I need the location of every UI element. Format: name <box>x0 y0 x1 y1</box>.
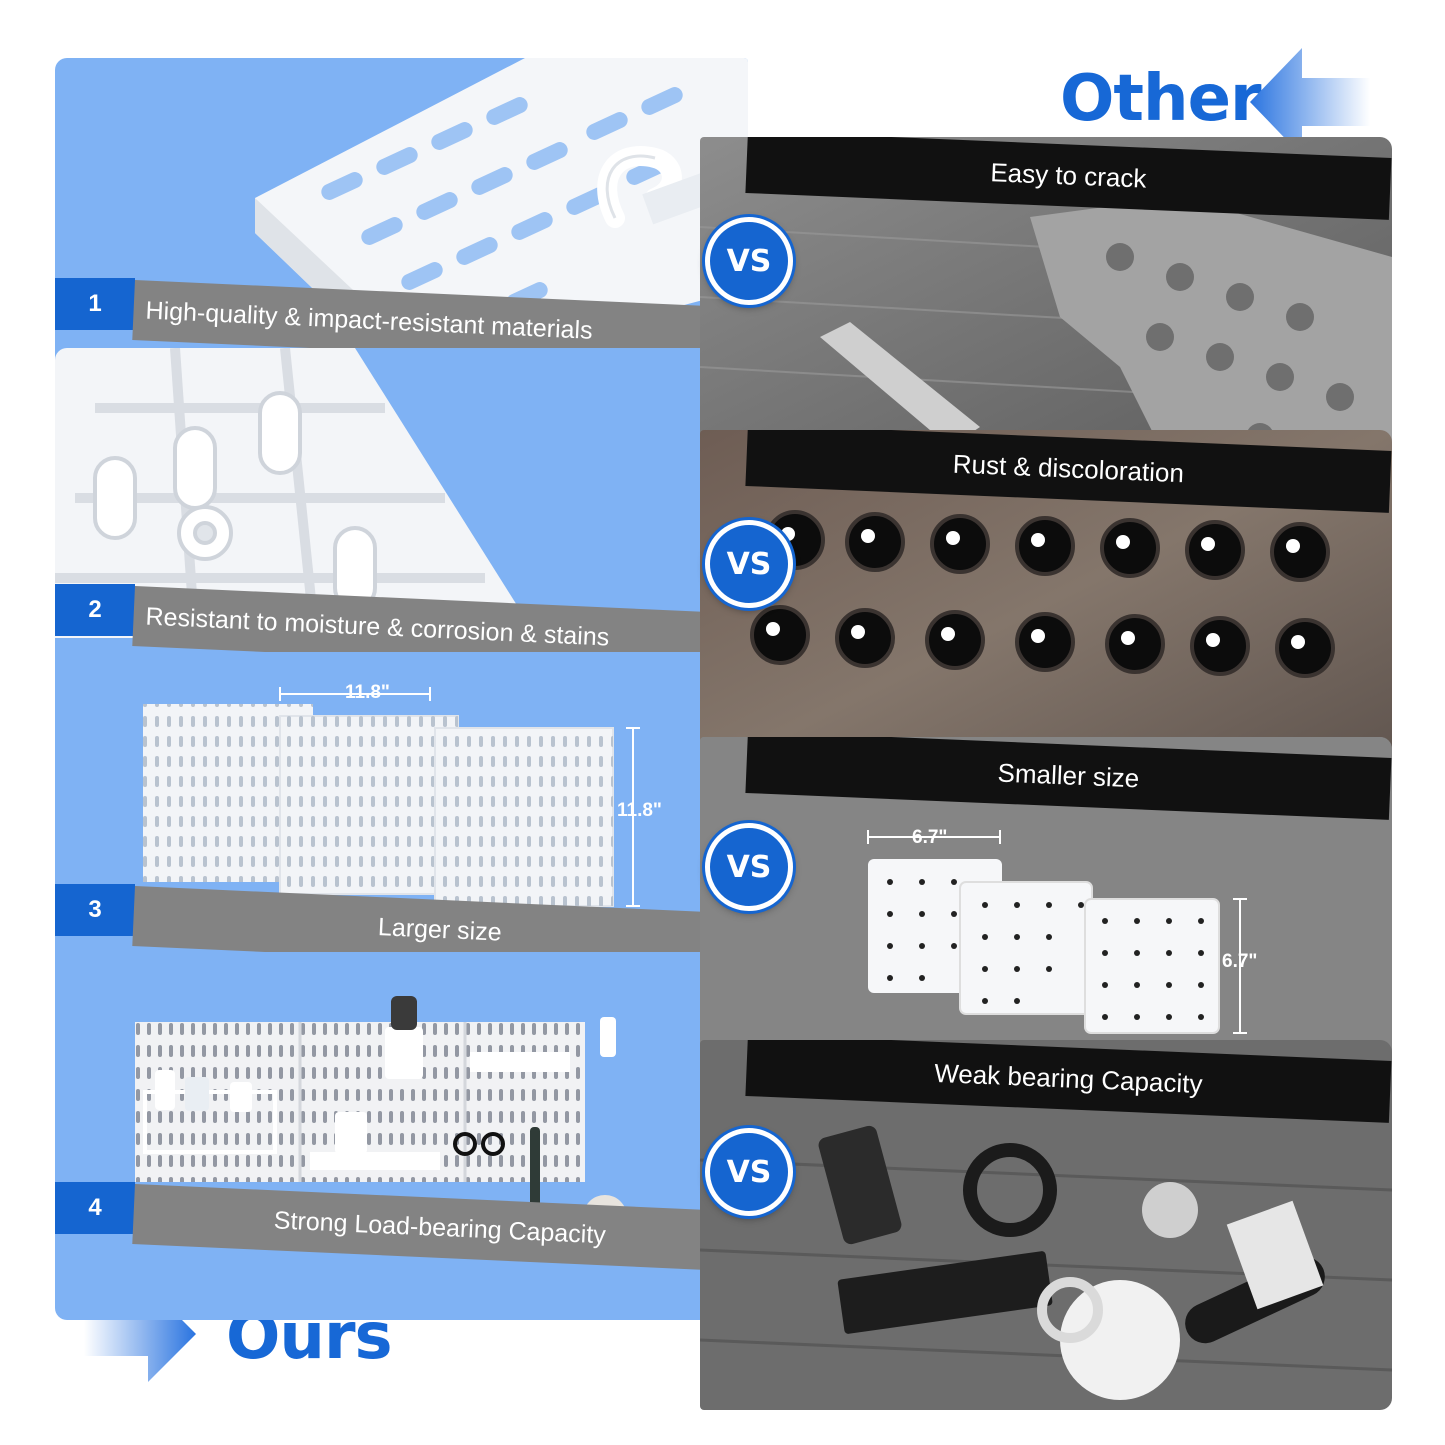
ours-panel-3-illustration <box>143 687 640 907</box>
ours-panel-4: 4 Strong Load-bearing Capacity <box>55 952 748 1320</box>
ours-height-label: 11.8" <box>617 800 662 821</box>
feature-number-2: 2 <box>55 584 135 636</box>
other-width-label: 6.7" <box>912 827 948 848</box>
ours-panel-2-illustration <box>55 348 525 639</box>
ours-panel-2: 2 Resistant to moisture & corrosion & st… <box>55 348 748 700</box>
feature-number-3: 3 <box>55 884 135 936</box>
other-panel-2: Rust & discoloration <box>700 430 1392 775</box>
other-panel-4: Weak bearing Capacity <box>700 1040 1392 1410</box>
arrow-left-icon <box>1250 48 1370 156</box>
other-heading: Other <box>1060 62 1262 136</box>
ours-panel-3: 11.8" 11.8" 3 Larger size <box>55 652 748 1009</box>
other-height-label: 6.7" <box>1222 951 1258 972</box>
ours-width-label: 11.8" <box>345 682 390 703</box>
feature-number-1: 1 <box>55 278 135 330</box>
ours-panel-4-illustration <box>135 996 627 1239</box>
ours-panel-1: 1 High-quality & impact-resistant materi… <box>55 58 748 393</box>
other-panel-1: Easy to crack <box>700 137 1392 467</box>
other-panel-3: 6.7" 6.7" Smaller size <box>700 737 1392 1097</box>
ours-panel-1-illustration <box>255 58 748 358</box>
vs-badge-3: VS <box>705 823 793 911</box>
vs-badge-1: VS <box>705 217 793 305</box>
feature-number-4: 4 <box>55 1182 135 1234</box>
vs-badge-2: VS <box>705 520 793 608</box>
vs-badge-4: VS <box>705 1128 793 1216</box>
